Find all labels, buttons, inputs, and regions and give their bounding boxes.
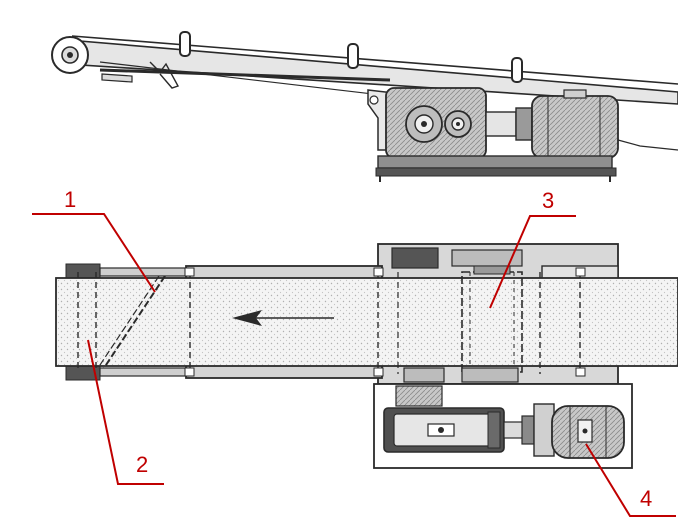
plan-bearings [403, 367, 519, 383]
arrow-left-icon [232, 310, 334, 326]
plan-view [55, 243, 678, 469]
plan-tail-pulley [77, 272, 97, 372]
side-base-frame [375, 155, 617, 182]
plan-belt-cleaner [97, 275, 166, 369]
side-coupling [485, 107, 533, 141]
callout-1: 1 [32, 187, 156, 293]
callout-label-1: 1 [64, 187, 76, 212]
plan-motor [533, 403, 625, 459]
plan-idlers [184, 267, 586, 377]
callout-label-4: 4 [640, 486, 652, 511]
callout-2: 2 [87, 339, 164, 485]
plan-tail-section [65, 263, 189, 381]
plan-conveyor-belt [55, 277, 678, 367]
side-tail-pulley [51, 36, 89, 74]
plan-gearbox [383, 407, 505, 453]
plan-drive-unit [373, 383, 633, 469]
callout-label-3: 3 [542, 188, 554, 213]
callout-4: 4 [585, 443, 676, 517]
side-belt-hangers [179, 31, 523, 83]
side-view [51, 31, 678, 182]
side-motor [531, 89, 678, 159]
callout-3: 3 [489, 188, 576, 309]
side-gearbox [385, 87, 487, 159]
callouts: 1 2 3 4 [32, 187, 676, 517]
side-tension-rod [99, 61, 391, 89]
callout-label-2: 2 [136, 452, 148, 477]
